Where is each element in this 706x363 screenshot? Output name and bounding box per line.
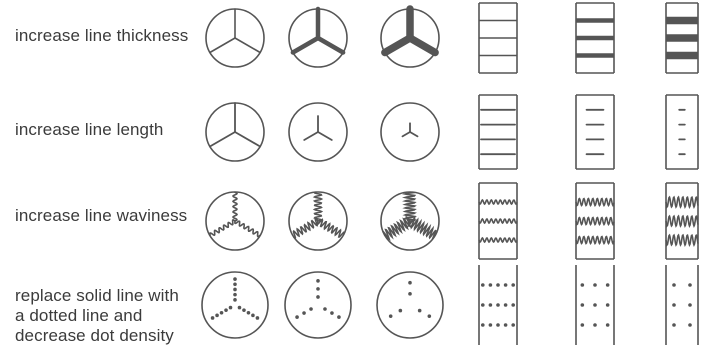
spoke-row2-col3-2	[402, 132, 410, 136]
rung-dot-row4-col3-1-1	[672, 283, 676, 287]
dot-row4-col2-3-3	[337, 315, 341, 319]
dot-row4-col1-2-2	[224, 308, 228, 312]
rung-dot-row4-col3-3-2	[688, 323, 692, 327]
rung-row3-col2-1	[576, 199, 614, 206]
spoke-row1-col1-3	[235, 38, 260, 53]
spoke-row3-col3-3	[408, 218, 436, 240]
spoke-row2-col2-2	[304, 132, 318, 140]
rung-row3-col1-1	[479, 200, 517, 204]
spoke-row1-col2-3	[318, 38, 343, 53]
spoke-row3-col1-3	[235, 221, 261, 237]
rung-dot-row4-col3-2-1	[672, 303, 676, 307]
dot-row4-col2-2-3	[295, 315, 299, 319]
rung-dot-row4-col1-1-2	[489, 283, 493, 287]
dot-row4-col2-3-1	[323, 307, 327, 311]
rung-dot-row4-col1-1-1	[481, 283, 485, 287]
spoke-row3-col2-2	[294, 219, 319, 239]
rung-dot-row4-col1-2-5	[511, 303, 515, 307]
spoke-row2-col2-3	[318, 132, 332, 140]
dot-row4-col2-1-2	[316, 287, 320, 291]
rung-dot-row4-col1-2-3	[496, 303, 500, 307]
rung-dot-row4-col3-1-2	[688, 283, 692, 287]
spoke-row1-col2-2	[293, 38, 318, 53]
rung-dot-row4-col1-1-3	[496, 283, 500, 287]
rung-dot-row4-col3-2-2	[688, 303, 692, 307]
rung-dot-row4-col2-3-2	[593, 323, 597, 327]
rung-dot-row4-col1-3-2	[489, 323, 493, 327]
dot-row4-col1-2-5	[211, 316, 215, 320]
dot-row4-col1-3-2	[242, 308, 246, 312]
rung-dot-row4-col3-3-1	[672, 323, 676, 327]
rung-dot-row4-col1-1-4	[504, 283, 508, 287]
spoke-row3-col1-1	[233, 192, 237, 221]
dot-row4-col1-1-1	[233, 298, 237, 302]
rung-row3-col3-2	[666, 216, 698, 226]
dot-row4-col1-3-1	[238, 306, 242, 310]
rung-dot-row4-col1-2-4	[504, 303, 508, 307]
rung-row3-col1-3	[479, 238, 517, 242]
dot-row4-col2-3-2	[330, 311, 334, 315]
rung-dot-row4-col1-2-1	[481, 303, 485, 307]
spoke-row3-col1-2	[210, 220, 235, 236]
dot-row4-col2-2-2	[302, 311, 306, 315]
dot-row4-col2-1-3	[316, 279, 320, 283]
dot-row4-col1-1-3	[233, 288, 237, 292]
spoke-row3-col2-3	[317, 220, 344, 237]
rung-row3-col2-3	[576, 237, 614, 244]
rung-dot-row4-col2-2-3	[606, 303, 610, 307]
dot-row4-col2-2-1	[309, 307, 313, 311]
spoke-row1-col3-3	[410, 38, 435, 53]
dot-row4-col1-1-4	[233, 282, 237, 286]
spoke-row2-col1-3	[235, 132, 260, 147]
spoke-row1-col3-2	[385, 38, 410, 53]
rung-dot-row4-col2-2-2	[593, 303, 597, 307]
dot-row4-col1-1-5	[233, 277, 237, 281]
rung-dot-row4-col2-1-3	[606, 283, 610, 287]
dot-row4-col3-2-2	[389, 314, 393, 318]
dot-row4-col3-1-1	[408, 292, 412, 296]
dot-row4-col1-2-1	[229, 306, 233, 310]
spoke-row2-col3-3	[410, 132, 418, 136]
dot-row4-col1-2-4	[215, 314, 219, 318]
rung-dot-row4-col2-3-1	[581, 323, 585, 327]
rung-dot-row4-col1-3-5	[511, 323, 515, 327]
dot-row4-col1-3-5	[256, 316, 260, 320]
dot-row4-col1-2-3	[220, 311, 224, 315]
dot-row4-col3-1-2	[408, 281, 412, 285]
rung-row3-col3-3	[666, 235, 698, 245]
rung-dot-row4-col1-3-3	[496, 323, 500, 327]
dot-row4-col1-1-2	[233, 293, 237, 297]
rung-dot-row4-col2-3-3	[606, 323, 610, 327]
rung-dot-row4-col1-2-2	[489, 303, 493, 307]
rung-dot-row4-col1-3-4	[504, 323, 508, 327]
rung-row3-col2-2	[576, 218, 614, 225]
dot-row4-col2-1-1	[316, 295, 320, 299]
rung-dot-row4-col1-3-1	[481, 323, 485, 327]
rung-dot-row4-col1-1-5	[511, 283, 515, 287]
dot-row4-col3-3-2	[428, 314, 432, 318]
dot-row4-col3-2-1	[399, 309, 403, 313]
rung-dot-row4-col2-2-1	[581, 303, 585, 307]
rung-row3-col3-1	[666, 197, 698, 207]
spoke-row2-col1-2	[210, 132, 235, 147]
rung-dot-row4-col2-1-2	[593, 283, 597, 287]
rung-dot-row4-col2-1-1	[581, 283, 585, 287]
spoke-row3-col3-2	[383, 217, 411, 239]
spoke-row3-col2-1	[315, 192, 322, 221]
circle-outline-row4-col1	[202, 272, 268, 338]
dot-row4-col1-3-3	[247, 311, 251, 315]
dot-row4-col3-3-1	[418, 309, 422, 313]
spoke-row1-col1-2	[210, 38, 235, 53]
dot-row4-col1-3-4	[251, 314, 255, 318]
rung-row3-col1-2	[479, 219, 517, 223]
